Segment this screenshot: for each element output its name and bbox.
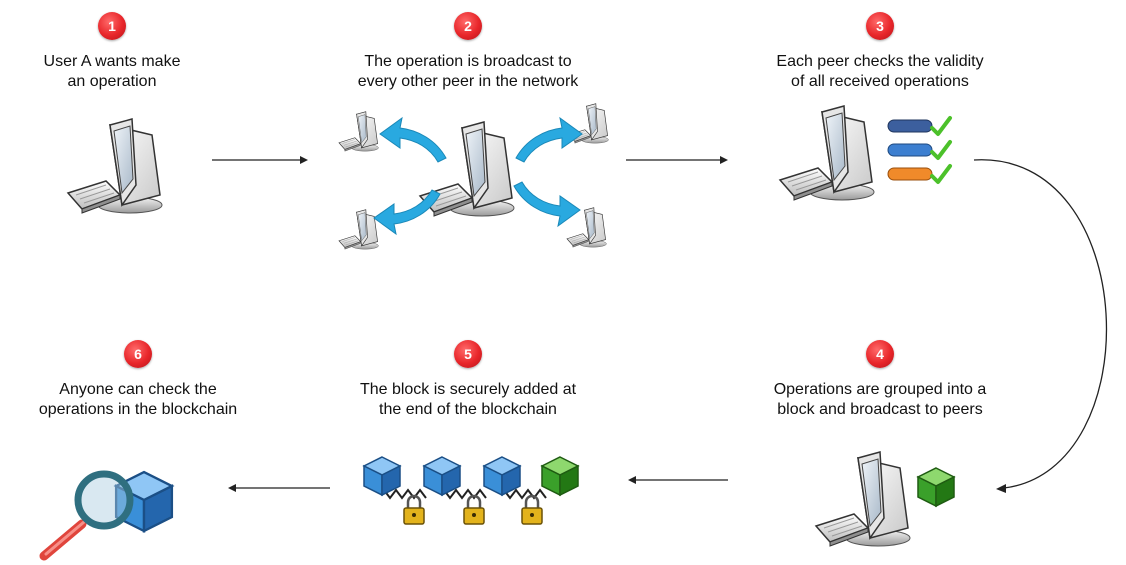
broadcast-arrow-icon (373, 189, 441, 235)
magnifier-icon (39, 470, 134, 561)
checkmark-icon (930, 116, 952, 136)
step-1-badge: 1 (98, 12, 126, 40)
step-3-badge: 3 (866, 12, 894, 40)
step-4-line-1: Operations are grouped into a (773, 381, 987, 398)
step-6-badge: 6 (124, 340, 152, 368)
step-2-caption: The operation is broadcast to every othe… (318, 52, 618, 92)
step-3-line-1: Each peer checks the validity (776, 53, 984, 70)
block-icon (541, 456, 579, 496)
flow-arrow (228, 484, 330, 492)
blockchain-icon (363, 456, 579, 526)
flow-arrow (973, 159, 1108, 493)
step-4-caption: Operations are grouped into a block and … (720, 380, 1040, 420)
checkmark-icon (930, 164, 952, 184)
step-2-badge: 2 (454, 12, 482, 40)
step-2-line-2: every other peer in the network (357, 73, 579, 90)
block-icon (363, 456, 401, 496)
step-5-badge: 5 (454, 340, 482, 368)
small-computer-icon (338, 111, 379, 152)
operation-bar-icon (887, 143, 933, 157)
step-5-caption: The block is securely added at the end o… (318, 380, 618, 420)
step-3-caption: Each peer checks the validity of all rec… (730, 52, 1030, 92)
broadcast-arrow-icon (379, 117, 447, 163)
step-6-caption: Anyone can check the operations in the b… (0, 380, 276, 420)
block-icon (483, 456, 521, 496)
step-4-line-2: block and broadcast to peers (777, 401, 983, 418)
flow-arrow (212, 156, 308, 164)
operation-bar-icon (887, 119, 933, 133)
flow-arrow (628, 476, 728, 484)
new-block-icon (917, 467, 955, 507)
broadcast-arrow-icon (513, 181, 581, 227)
step-1-line-2: an operation (67, 73, 157, 90)
validating-computer-icon (779, 105, 875, 201)
step-3-line-2: of all received operations (791, 73, 969, 90)
step-1-line-1: User A wants make (43, 53, 181, 70)
step-5-line-1: The block is securely added at (359, 381, 577, 398)
broadcast-arrow-icon (515, 117, 583, 163)
small-computer-icon (338, 209, 379, 250)
block-building-computer-icon (815, 451, 911, 547)
padlock-icon (462, 494, 486, 526)
step-6-line-2: operations in the blockchain (38, 401, 238, 418)
padlock-icon (402, 494, 426, 526)
step-4-badge: 4 (866, 340, 894, 368)
flow-arrow (626, 156, 728, 164)
block-icon (423, 456, 461, 496)
padlock-icon (520, 494, 544, 526)
step-5-line-2: the end of the blockchain (379, 401, 557, 418)
user-a-computer-icon (67, 118, 163, 214)
step-2-line-1: The operation is broadcast to (364, 53, 572, 70)
operation-bar-icon (887, 167, 933, 181)
checkmark-icon (930, 140, 952, 160)
step-1-caption: User A wants make an operation (0, 52, 224, 92)
step-6-line-1: Anyone can check the (59, 381, 217, 398)
